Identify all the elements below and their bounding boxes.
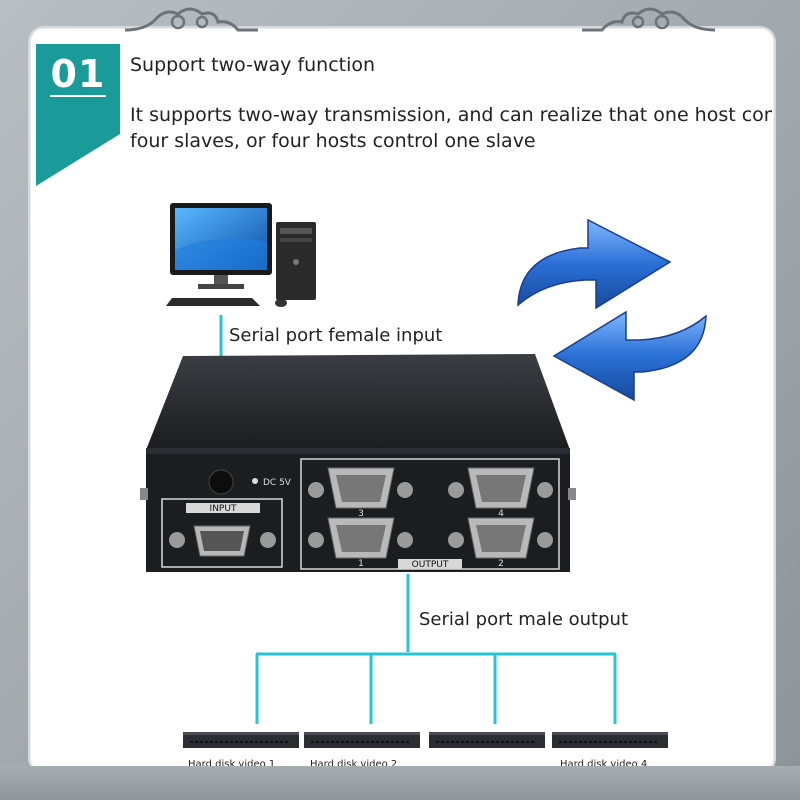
backward-arrow-icon [552, 310, 707, 402]
output-port-3-icon [308, 467, 413, 509]
slave-label-4: Hard disk video 4 [560, 759, 648, 770]
slave-device-2-icon [304, 732, 420, 748]
power-text: DC 5V [263, 478, 292, 488]
output-text: OUTPUT [412, 560, 449, 570]
slave-device-1-icon [183, 732, 299, 748]
forward-arrow-icon [517, 218, 672, 310]
description-line-1: It supports two-way transmission, and ca… [130, 104, 772, 126]
description-line-2: four slaves, or four hosts control one s… [130, 130, 536, 152]
output-port-2-icon [448, 517, 553, 559]
port-number-3: 3 [358, 509, 364, 519]
computer-icon [166, 203, 316, 307]
cloud-ornament-left-icon [124, 7, 258, 32]
output-caption: Serial port male output [419, 609, 629, 630]
feature-description: It supports two-way transmission, and ca… [130, 102, 772, 154]
input-text: INPUT [210, 504, 237, 514]
port-number-4: 4 [498, 509, 504, 519]
output-port-1-icon [308, 517, 413, 559]
output-port-4-icon [448, 467, 553, 509]
input-caption: Serial port female input [229, 325, 443, 346]
bottom-frame [0, 766, 800, 800]
serial-switch-device: INPUT OUTPUT DC 5V 3 4 1 2 [140, 354, 576, 572]
badge-number: 01 [50, 52, 106, 96]
slave-device-3-icon [429, 732, 545, 748]
feature-title: Support two-way function [130, 54, 376, 76]
slave-device-4-icon [552, 732, 668, 748]
port-number-2: 2 [498, 559, 504, 569]
port-number-1: 1 [358, 559, 364, 569]
cloud-ornament-right-icon [582, 7, 716, 32]
number-badge [36, 44, 120, 186]
slave-label-1: Hard disk video 1 [188, 759, 276, 770]
slave-label-2: Hard disk video 2 [310, 759, 398, 770]
input-port-icon [169, 525, 276, 557]
